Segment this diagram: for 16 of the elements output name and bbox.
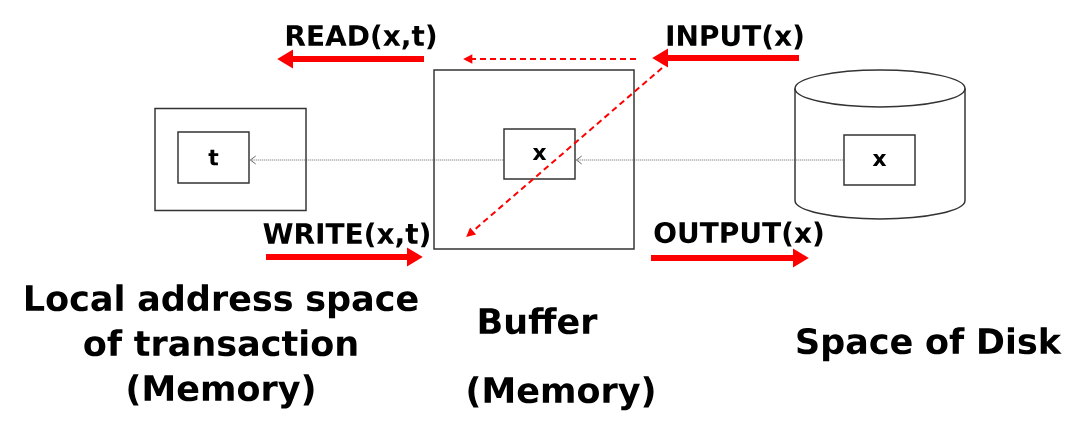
arrow	[250, 155, 504, 165]
operation-label: WRITE(x,t)	[263, 222, 429, 248]
variable-box: x	[843, 134, 916, 186]
node-label: (Memory)	[468, 376, 654, 411]
node-label: Space of Disk	[797, 327, 1062, 362]
arrow	[576, 155, 844, 165]
node-label: Buffer	[479, 307, 598, 335]
node-label: Local address space of transaction (Memory)	[26, 284, 418, 409]
variable-box: t	[177, 131, 250, 184]
buffer-box	[433, 69, 635, 250]
variable-box: x	[503, 128, 576, 180]
outer-box	[154, 107, 307, 212]
operation-label: INPUT(x)	[667, 24, 803, 50]
operation-label: READ(x,t)	[286, 24, 436, 50]
disk-cylinder	[794, 69, 966, 220]
operation-label: OUTPUT(x)	[654, 221, 823, 247]
